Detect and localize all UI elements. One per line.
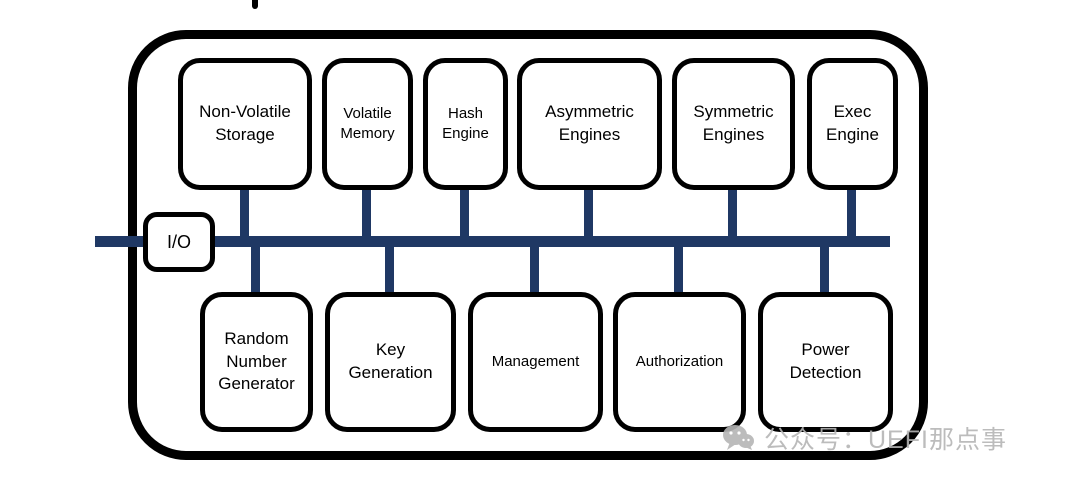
block-hash-engine: Hash Engine bbox=[423, 58, 508, 190]
connector-volatile-memory bbox=[362, 188, 371, 238]
connector-key-generation bbox=[385, 245, 394, 295]
block-io: I/O bbox=[143, 212, 215, 272]
block-label: Hash Engine bbox=[442, 104, 489, 142]
connector-non-volatile-storage bbox=[240, 188, 249, 238]
block-label: I/O bbox=[166, 231, 191, 252]
connector-power-detection bbox=[820, 245, 829, 295]
block-volatile-memory: Volatile Memory bbox=[322, 58, 413, 190]
block-label: Random Number Generator bbox=[218, 328, 295, 394]
block-exec-engine: Exec Engine bbox=[807, 58, 898, 190]
cropped-title-fragment bbox=[252, 0, 258, 9]
watermark: 公众号：UEFI那点事 bbox=[722, 420, 1007, 456]
block-label: Volatile Memory bbox=[340, 104, 395, 142]
block-label: Power Detection bbox=[789, 340, 862, 382]
connector-asymmetric-engines bbox=[584, 188, 593, 238]
io-bus-line bbox=[95, 236, 890, 247]
block-management: Management bbox=[468, 292, 603, 432]
block-label: Key Generation bbox=[348, 340, 433, 382]
wechat-icon bbox=[722, 424, 754, 452]
connector-exec-engine bbox=[847, 188, 856, 238]
connector-symmetric-engines bbox=[728, 188, 737, 238]
block-symmetric-engines: Symmetric Engines bbox=[672, 58, 795, 190]
block-label: Non-Volatile Storage bbox=[199, 102, 291, 144]
block-non-volatile-storage: Non-Volatile Storage bbox=[178, 58, 312, 190]
block-asymmetric-engines: Asymmetric Engines bbox=[517, 58, 662, 190]
block-label: Asymmetric Engines bbox=[545, 102, 634, 144]
block-random-number-generator: Random Number Generator bbox=[200, 292, 313, 432]
block-label: Management bbox=[491, 352, 580, 370]
connector-management bbox=[530, 245, 539, 295]
connector-random-number-generator bbox=[251, 245, 260, 295]
block-label: Symmetric Engines bbox=[693, 102, 774, 144]
block-power-detection: Power Detection bbox=[758, 292, 893, 432]
block-authorization: Authorization bbox=[613, 292, 746, 432]
block-label: Authorization bbox=[635, 352, 724, 370]
block-label: Exec Engine bbox=[826, 102, 879, 144]
block-key-generation: Key Generation bbox=[325, 292, 456, 432]
connector-authorization bbox=[674, 245, 683, 295]
connector-hash-engine bbox=[460, 188, 469, 238]
watermark-text: 公众号：UEFI那点事 bbox=[764, 426, 1007, 454]
